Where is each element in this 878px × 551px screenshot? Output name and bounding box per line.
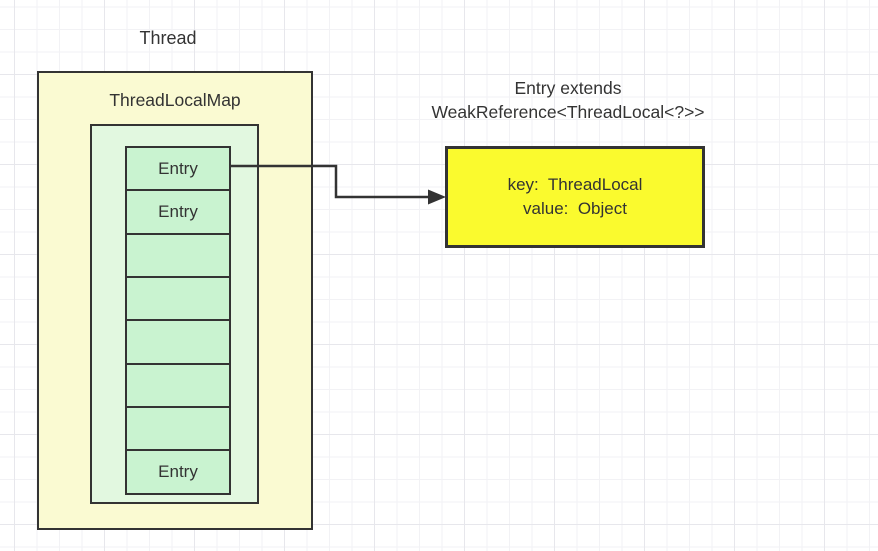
entry-key-line: key: ThreadLocal — [507, 175, 643, 194]
thread-label: Thread — [139, 28, 197, 48]
entry-detail-box: key: ThreadLocal value: Object — [445, 146, 705, 248]
entry-annotation-line1: Entry extends — [514, 78, 622, 98]
thread-box: ThreadLocalMap Entry Entry Entry — [37, 71, 313, 530]
entry-table-box: Entry Entry Entry — [90, 124, 259, 504]
threadlocalmap-title: ThreadLocalMap — [109, 90, 241, 110]
entry-cell-3 — [125, 275, 231, 322]
entry-cell-6 — [125, 405, 231, 452]
entry-cell-0: Entry — [125, 146, 231, 192]
entry-cell-4 — [125, 319, 231, 366]
entry-annotation: Entry extends WeakReference<ThreadLocal<… — [393, 76, 743, 124]
entry-cell-7: Entry — [125, 449, 231, 495]
entry-cell-5 — [125, 362, 231, 409]
entry-value-line: value: Object — [523, 199, 627, 218]
entry-cell-1: Entry — [125, 189, 231, 236]
entry-cell-2 — [125, 232, 231, 279]
entry-stack: Entry Entry Entry — [125, 146, 231, 495]
entry-annotation-line2: WeakReference<ThreadLocal<?>> — [431, 102, 705, 122]
